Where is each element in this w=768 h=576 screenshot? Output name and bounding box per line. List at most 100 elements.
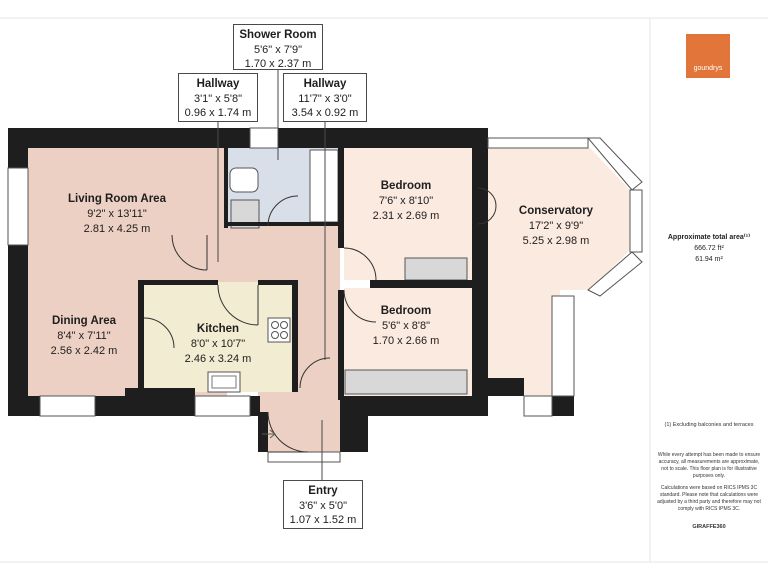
wall-bottom-left <box>8 396 40 416</box>
wall-conservatory-corner <box>552 396 574 416</box>
door-swing-kitchen-west <box>143 317 175 349</box>
room-metric: 2.81 x 4.25 m <box>83 223 151 235</box>
wall-bottom-mid <box>95 396 125 416</box>
window-conservatory-bay-top <box>586 137 643 191</box>
bedroom1-label: Bedroom 7'6" x 8'10" 2.31 x 2.69 m <box>358 179 454 224</box>
window-conservatory-top <box>487 137 589 149</box>
wall-bedroom-divider <box>370 280 472 288</box>
door-swing-bedroom2 <box>343 289 377 323</box>
room-imperial: 9'2" x 13'11" <box>87 208 147 220</box>
room-imperial: 7'6" x 8'10" <box>378 195 434 207</box>
room-name: Living Room Area <box>68 193 166 205</box>
window-entry <box>267 451 341 463</box>
hob-ring <box>280 321 288 329</box>
window-shower <box>249 127 279 149</box>
room-imperial: 8'4" x 7'11" <box>57 330 111 342</box>
callout-connectors <box>217 70 326 480</box>
walls <box>8 128 574 452</box>
wall-bedroom-west-upper <box>338 148 344 248</box>
wall-bottom-hall <box>250 396 260 416</box>
window-conservatory-bay-bottom <box>587 251 643 297</box>
wall-bedroom-west-lower <box>338 290 344 400</box>
callout-metric: 1.70 x 2.37 m <box>244 58 312 70</box>
callout-imperial: 3'1" x 5'8" <box>193 93 243 105</box>
room-name: Bedroom <box>380 180 432 192</box>
callout-metric: 1.07 x 1.52 m <box>289 514 357 526</box>
callout-name: Entry <box>308 485 338 497</box>
hallway1-callout: Hallway 3'1" x 5'8" 0.96 x 1.74 m <box>178 73 258 122</box>
total-area: Approximate total area⁽¹⁾ 666.72 ft² 61.… <box>650 232 768 265</box>
callout-imperial: 3'6" x 5'0" <box>298 500 348 512</box>
room-imperial: 17'2" x 9'9" <box>528 220 584 232</box>
area-sqft: 666.72 ft² <box>694 245 724 252</box>
wardrobe-1 <box>404 257 468 281</box>
room-metric: 2.56 x 2.42 m <box>50 345 118 357</box>
room-name: Dining Area <box>51 315 117 327</box>
room-imperial: 5'6" x 8'8" <box>381 320 431 332</box>
door-swing-living <box>171 234 208 271</box>
disclaimer-text-1: While every attempt has been made to ens… <box>657 452 761 479</box>
conservatory-floor <box>488 148 630 396</box>
wall-bottom-kitchen <box>125 388 195 416</box>
entry-arrow-icon <box>262 429 276 439</box>
wall-kitchen-north <box>138 280 218 285</box>
hallway-floor <box>227 225 340 285</box>
wall-bottom-bedroom <box>340 396 488 416</box>
room-metric: 5.25 x 2.98 m <box>522 235 590 247</box>
wall-entry-left <box>258 412 268 452</box>
sink <box>207 371 241 393</box>
window-conservatory-bay <box>629 189 643 253</box>
window-living <box>7 167 29 246</box>
door-swing-conservatory <box>477 187 497 225</box>
room-name: Kitchen <box>196 323 240 335</box>
callout-name: Shower Room <box>239 29 317 41</box>
wall-bedroom-east <box>472 148 488 396</box>
room-imperial: 8'0" x 10'7" <box>190 338 246 350</box>
callout-imperial: 5'6" x 7'9" <box>253 44 303 56</box>
wall-left-lower <box>8 245 28 415</box>
wall-shower-west <box>224 148 228 228</box>
wall-kitchen-east <box>292 280 298 392</box>
room-name: Bedroom <box>380 305 432 317</box>
sink-basin <box>211 375 237 389</box>
hob-ring <box>271 321 279 329</box>
window-conservatory-right <box>551 295 575 397</box>
exclusion-note: (1) Excluding balconies and terraces <box>664 422 754 428</box>
door-swing-entry <box>267 411 309 453</box>
bedroom2-label: Bedroom 5'6" x 8'8" 1.70 x 2.66 m <box>358 304 454 349</box>
wall-left-upper <box>8 128 28 168</box>
toilet <box>229 167 259 193</box>
disclaimer-text-2: Calculations were based on RICS IPMS 3C … <box>657 485 761 512</box>
callout-imperial: 11'7" x 3'0" <box>298 93 352 105</box>
hallway2-callout: Hallway 11'7" x 3'0" 3.54 x 0.92 m <box>283 73 367 122</box>
wall-kitchen-north-right <box>258 280 298 285</box>
brand-mark: GIRAFFE360 <box>692 524 726 530</box>
disclaimer: While every attempt has been made to ens… <box>656 452 762 513</box>
door-swing-kitchen <box>217 284 259 326</box>
window-dining <box>39 395 96 417</box>
shower-tray <box>309 149 339 223</box>
window-kitchen <box>194 395 251 417</box>
entry-callout: Entry 3'6" x 5'0" 1.07 x 1.52 m <box>283 480 363 529</box>
door-swing-shower <box>267 195 299 227</box>
windows <box>7 127 643 463</box>
wall-top-left <box>8 128 250 148</box>
doors <box>143 187 497 453</box>
wall-shower-south <box>228 222 340 226</box>
hob <box>267 317 291 343</box>
conservatory-label: Conservatory 17'2" x 9'9" 5.25 x 2.98 m <box>504 204 608 249</box>
shower-room-callout: Shower Room 5'6" x 7'9" 1.70 x 2.37 m <box>233 24 323 70</box>
callout-metric: 0.96 x 1.74 m <box>184 107 252 119</box>
room-name: Conservatory <box>518 205 594 217</box>
hob-ring <box>271 331 279 339</box>
agency-logo: goundrys <box>686 34 730 78</box>
hob-ring <box>280 331 288 339</box>
area-sqm: 61.94 m² <box>695 256 723 263</box>
kitchen-label: Kitchen 8'0" x 10'7" 2.46 x 3.24 m <box>170 322 266 367</box>
area-heading: Approximate total area⁽¹⁾ <box>667 234 751 241</box>
wall-conservatory-bottom <box>488 378 524 396</box>
callout-metric: 3.54 x 0.92 m <box>291 107 359 119</box>
room-metric: 1.70 x 2.66 m <box>372 335 440 347</box>
living-room-label: Living Room Area 9'2" x 13'11" 2.81 x 4.… <box>52 192 182 237</box>
